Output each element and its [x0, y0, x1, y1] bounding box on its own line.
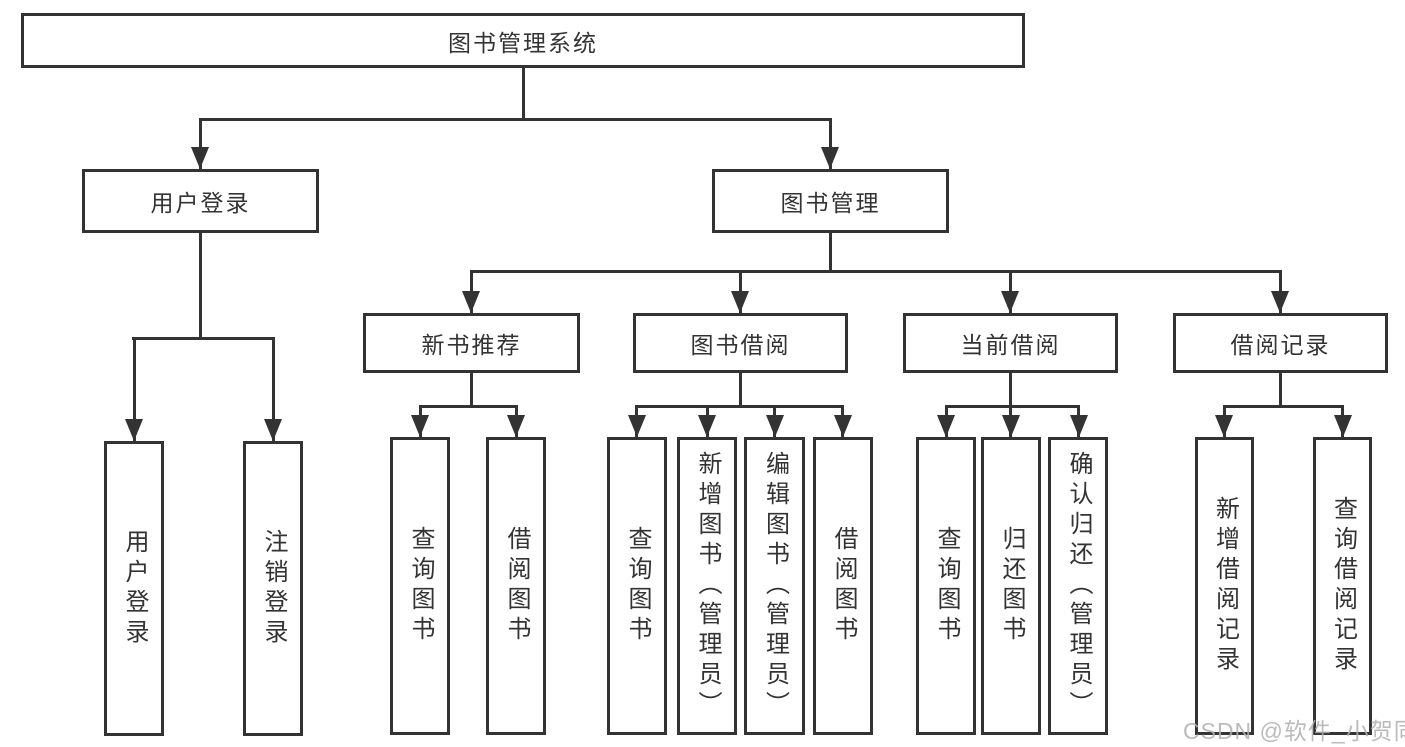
- leaf-borrow-books-recommend: 借阅图书: [486, 437, 546, 735]
- connector-line: [271, 337, 275, 441]
- node-borrowing-records: 借阅记录: [1173, 313, 1388, 373]
- connector-line: [132, 337, 136, 441]
- connector-line: [828, 233, 832, 273]
- arrow-down-icon: [507, 415, 525, 437]
- connector-line: [198, 118, 202, 169]
- node-current-borrowing: 当前借阅: [903, 313, 1118, 373]
- arrow-down-icon: [1001, 291, 1019, 313]
- arrow-down-icon: [821, 147, 839, 169]
- arrow-down-icon: [1333, 415, 1352, 437]
- leaf-add-borrow-record: 新增借阅记录: [1195, 437, 1254, 735]
- node-book-borrowing: 图书借阅: [633, 313, 848, 373]
- arrow-down-icon: [1215, 415, 1233, 437]
- leaf-query-books-current: 查询图书: [916, 437, 976, 735]
- leaf-query-books-borrowing: 查询图书: [607, 437, 667, 735]
- connector-line: [521, 68, 525, 121]
- connector-line: [199, 118, 832, 121]
- arrow-down-icon: [411, 415, 429, 437]
- connector-line: [1278, 373, 1282, 408]
- leaf-return-books: 归还图书: [981, 437, 1041, 735]
- arrow-down-icon: [937, 415, 955, 437]
- leaf-query-borrow-record: 查询借阅记录: [1313, 437, 1372, 735]
- node-user-login: 用户登录: [82, 169, 319, 233]
- connector-line: [198, 233, 202, 340]
- arrow-down-icon: [462, 291, 480, 313]
- arrow-down-icon: [627, 415, 646, 437]
- leaf-logout: 注销登录: [243, 441, 303, 736]
- connector-line: [418, 405, 518, 408]
- node-book-management: 图书管理: [712, 169, 949, 233]
- leaf-borrow-books: 借阅图书: [813, 437, 873, 735]
- node-new-book-recommendation: 新书推荐: [363, 313, 580, 373]
- connector-line: [469, 373, 473, 408]
- arrow-down-icon: [698, 415, 716, 437]
- leaf-add-books-admin: 新增图书（管理员）: [677, 437, 737, 735]
- arrow-down-icon: [731, 291, 749, 313]
- arrow-down-icon: [1069, 415, 1088, 437]
- connector-line: [1008, 373, 1012, 408]
- arrow-down-icon: [833, 415, 852, 437]
- arrow-down-icon: [264, 419, 282, 441]
- leaf-confirm-return-admin: 确认归还（管理员）: [1048, 437, 1108, 735]
- connector-line: [470, 270, 1282, 273]
- connector-line: [738, 373, 742, 408]
- leaf-user-login: 用户登录: [104, 441, 164, 736]
- connector-line: [635, 405, 844, 408]
- arrow-down-icon: [191, 147, 209, 169]
- csdn-watermark: CSDN @软件_小贺同学: [1183, 718, 1405, 744]
- connector-line: [944, 405, 1080, 408]
- leaf-edit-books-admin: 编辑图书（管理员）: [744, 437, 805, 735]
- node-library-management-system: 图书管理系统: [21, 13, 1025, 68]
- connector-line: [132, 337, 274, 340]
- arrow-down-icon: [1001, 415, 1020, 437]
- arrow-down-icon: [1271, 291, 1289, 313]
- connector-line: [828, 118, 832, 169]
- leaf-query-books-recommend: 查询图书: [390, 437, 450, 735]
- connector-line: [1222, 405, 1344, 408]
- arrow-down-icon: [125, 419, 143, 441]
- arrow-down-icon: [765, 415, 784, 437]
